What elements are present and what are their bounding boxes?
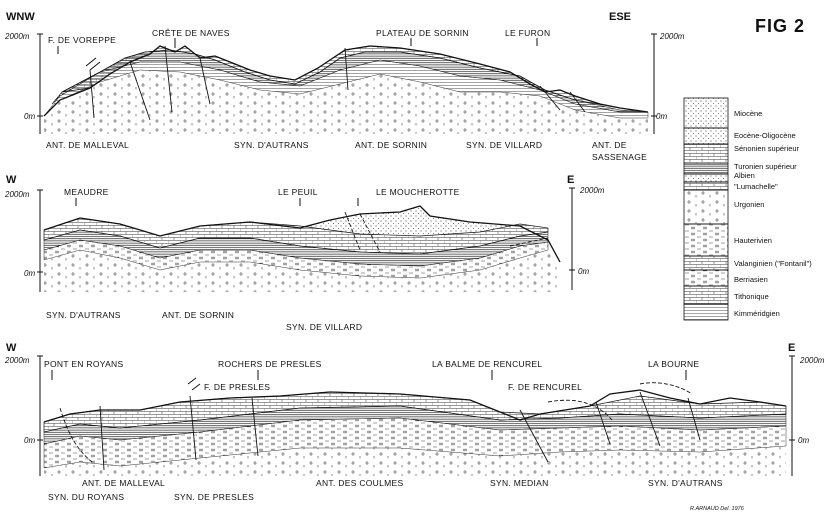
section3-structure-4: ANT. DES COULMES bbox=[316, 478, 403, 488]
section2-elevation-top-left: 2000m bbox=[4, 190, 30, 199]
section2-structure-3: SYN. DE VILLARD bbox=[286, 322, 362, 332]
section2-place-2: LE PEUIL bbox=[278, 187, 318, 197]
section1-elevation-top-right: 2000m bbox=[659, 32, 685, 41]
section3-elevation-base-left: 0m bbox=[24, 436, 35, 445]
legend-hauterivien-block bbox=[683, 223, 729, 257]
section2-scale-bar-left bbox=[37, 189, 43, 292]
section-1: WNW ESE 2000m 0m 2000m 0m F. DE VOREPPE … bbox=[4, 11, 685, 162]
section3-scale-bar-right bbox=[789, 355, 795, 476]
section1-structure-3: ANT. DE SORNIN bbox=[355, 140, 427, 150]
section1-place-2: CRÊTE DE NAVES bbox=[152, 28, 230, 38]
section1-elevation-base-left: 0m bbox=[24, 112, 35, 121]
section1-place-ticks bbox=[57, 38, 538, 54]
section2-faults bbox=[344, 211, 549, 253]
section1-structure-4: SYN. DE VILLARD bbox=[466, 140, 542, 150]
section3-place-4: LA BOURNE bbox=[648, 359, 699, 369]
legend-turonien-block bbox=[683, 163, 729, 175]
section1-structure-5: ANT. DE bbox=[592, 140, 627, 150]
legend-valanginien-block bbox=[683, 255, 729, 271]
section3-direction-right: E bbox=[788, 342, 795, 354]
section2-elevation-top-right: 2000m bbox=[579, 186, 605, 195]
section1-place-3: PLATEAU DE SORNIN bbox=[376, 28, 469, 38]
section2-structure-1: SYN. D'AUTRANS bbox=[46, 310, 121, 320]
section1-structure-6: SASSENAGE bbox=[592, 152, 647, 162]
section3-topography bbox=[43, 389, 787, 423]
figure-label: FIG 2 bbox=[755, 16, 805, 36]
section3-thrust-dashed bbox=[59, 382, 693, 463]
section1-elevation-base-right: 0m bbox=[656, 112, 667, 121]
section1-place-1: F. DE VOREPPE bbox=[48, 35, 116, 45]
legend-albien-block bbox=[683, 173, 729, 183]
legend-urgonien-block bbox=[683, 189, 729, 225]
section2-structure-2: ANT. DE SORNIN bbox=[162, 310, 234, 320]
legend-unit-4: Turonien supérieur bbox=[734, 162, 797, 171]
section1-topography bbox=[43, 45, 649, 117]
section-3: W E 2000m 0m 2000m 0m PONT EN ROYANS ROC… bbox=[4, 342, 825, 502]
section2-place-ticks bbox=[75, 198, 359, 206]
section1-elevation-top-left: 2000m bbox=[4, 32, 30, 41]
section3-elevation-top-left: 2000m bbox=[4, 356, 30, 365]
legend-unit-2: Eocène-Oligocène bbox=[734, 131, 796, 140]
section2-elevation-base-left: 0m bbox=[24, 269, 35, 278]
legend-unit-9: Valanginien ("Fontanil") bbox=[734, 259, 812, 268]
section3-elevation-base-right: 0m bbox=[798, 436, 809, 445]
section3-strata-lower bbox=[44, 446, 786, 476]
section1-direction-right: ESE bbox=[609, 11, 631, 23]
legend-unit-12: Kimméridgien bbox=[734, 309, 780, 318]
legend-miocene-block bbox=[683, 97, 729, 129]
section3-structure-1: ANT. DE MALLEVAL bbox=[82, 478, 165, 488]
legend-unit-5: Albien bbox=[734, 171, 755, 180]
section1-strata-lower bbox=[44, 70, 648, 134]
legend-senonien-block bbox=[683, 143, 729, 165]
legend-kimmeridgien-block bbox=[683, 303, 729, 321]
section3-structure-5: SYN. MEDIAN bbox=[490, 478, 549, 488]
section2-direction-right: E bbox=[567, 174, 574, 186]
drawing-credit: R.ARNAUD Del. 1976 bbox=[690, 506, 745, 512]
section-2: W E 2000m 0m 2000m 0m MEAUDRE LE PEUIL L… bbox=[4, 174, 605, 332]
section3-fault-arrows bbox=[187, 377, 201, 391]
section2-direction-left: W bbox=[6, 174, 17, 186]
legend-unit-8: Hauterivien bbox=[734, 236, 772, 245]
section1-direction-left: WNW bbox=[6, 11, 35, 23]
section3-place-1: PONT EN ROYANS bbox=[44, 359, 123, 369]
legend-tithonique-block bbox=[683, 285, 729, 305]
legend-unit-7: Urgonien bbox=[734, 200, 764, 209]
section3-place-2: ROCHERS DE PRESLES bbox=[218, 359, 322, 369]
section3-structure-3: SYN. DE PRESLES bbox=[174, 492, 254, 502]
legend-unit-3: Sénonien supérieur bbox=[734, 144, 800, 153]
section1-scale-bar-left bbox=[37, 33, 43, 134]
section3-elevation-top-right: 2000m bbox=[799, 356, 825, 365]
section3-place-3: LA BALME DE RENCUREL bbox=[432, 359, 542, 369]
section2-topography bbox=[43, 205, 561, 263]
legend-unit-1: Miocène bbox=[734, 109, 762, 118]
legend-unit-11: Tithonique bbox=[734, 292, 769, 301]
legend-eocene-block bbox=[683, 127, 729, 145]
section3-direction-left: W bbox=[6, 342, 17, 354]
section2-place-3: LE MOUCHEROTTE bbox=[376, 187, 460, 197]
section1-place-4: LE FURON bbox=[505, 28, 550, 38]
legend-unit-6: "Lumachelle" bbox=[734, 182, 778, 191]
section2-strata-lower bbox=[44, 250, 560, 292]
section3-place-5: F. DE PRESLES bbox=[204, 382, 270, 392]
section1-structure-1: ANT. DE MALLEVAL bbox=[46, 140, 129, 150]
section3-place-ticks bbox=[51, 370, 687, 380]
section3-structure-2: SYN. DU ROYANS bbox=[48, 492, 124, 502]
section1-fault-arrows bbox=[85, 57, 101, 71]
section2-strata-cover bbox=[300, 206, 540, 236]
section2-scale-bar-right bbox=[569, 187, 575, 290]
stratigraphic-legend: Miocène Eocène-Oligocène Sénonien supéri… bbox=[683, 97, 812, 321]
section3-place-6: F. DE RENCUREL bbox=[508, 382, 582, 392]
section1-faults bbox=[89, 45, 586, 121]
section3-structure-6: SYN. D'AUTRANS bbox=[648, 478, 723, 488]
section3-faults bbox=[99, 391, 701, 471]
legend-berriasien-block bbox=[683, 269, 729, 287]
legend-unit-10: Berriasien bbox=[734, 275, 768, 284]
section1-scale-bar-right bbox=[651, 33, 657, 134]
section3-scale-bar-left bbox=[37, 355, 43, 476]
section1-structure-2: SYN. D'AUTRANS bbox=[234, 140, 309, 150]
section2-place-1: MEAUDRE bbox=[64, 187, 109, 197]
section2-elevation-base-right: 0m bbox=[578, 267, 589, 276]
legend-lumachelle-block bbox=[683, 181, 729, 191]
